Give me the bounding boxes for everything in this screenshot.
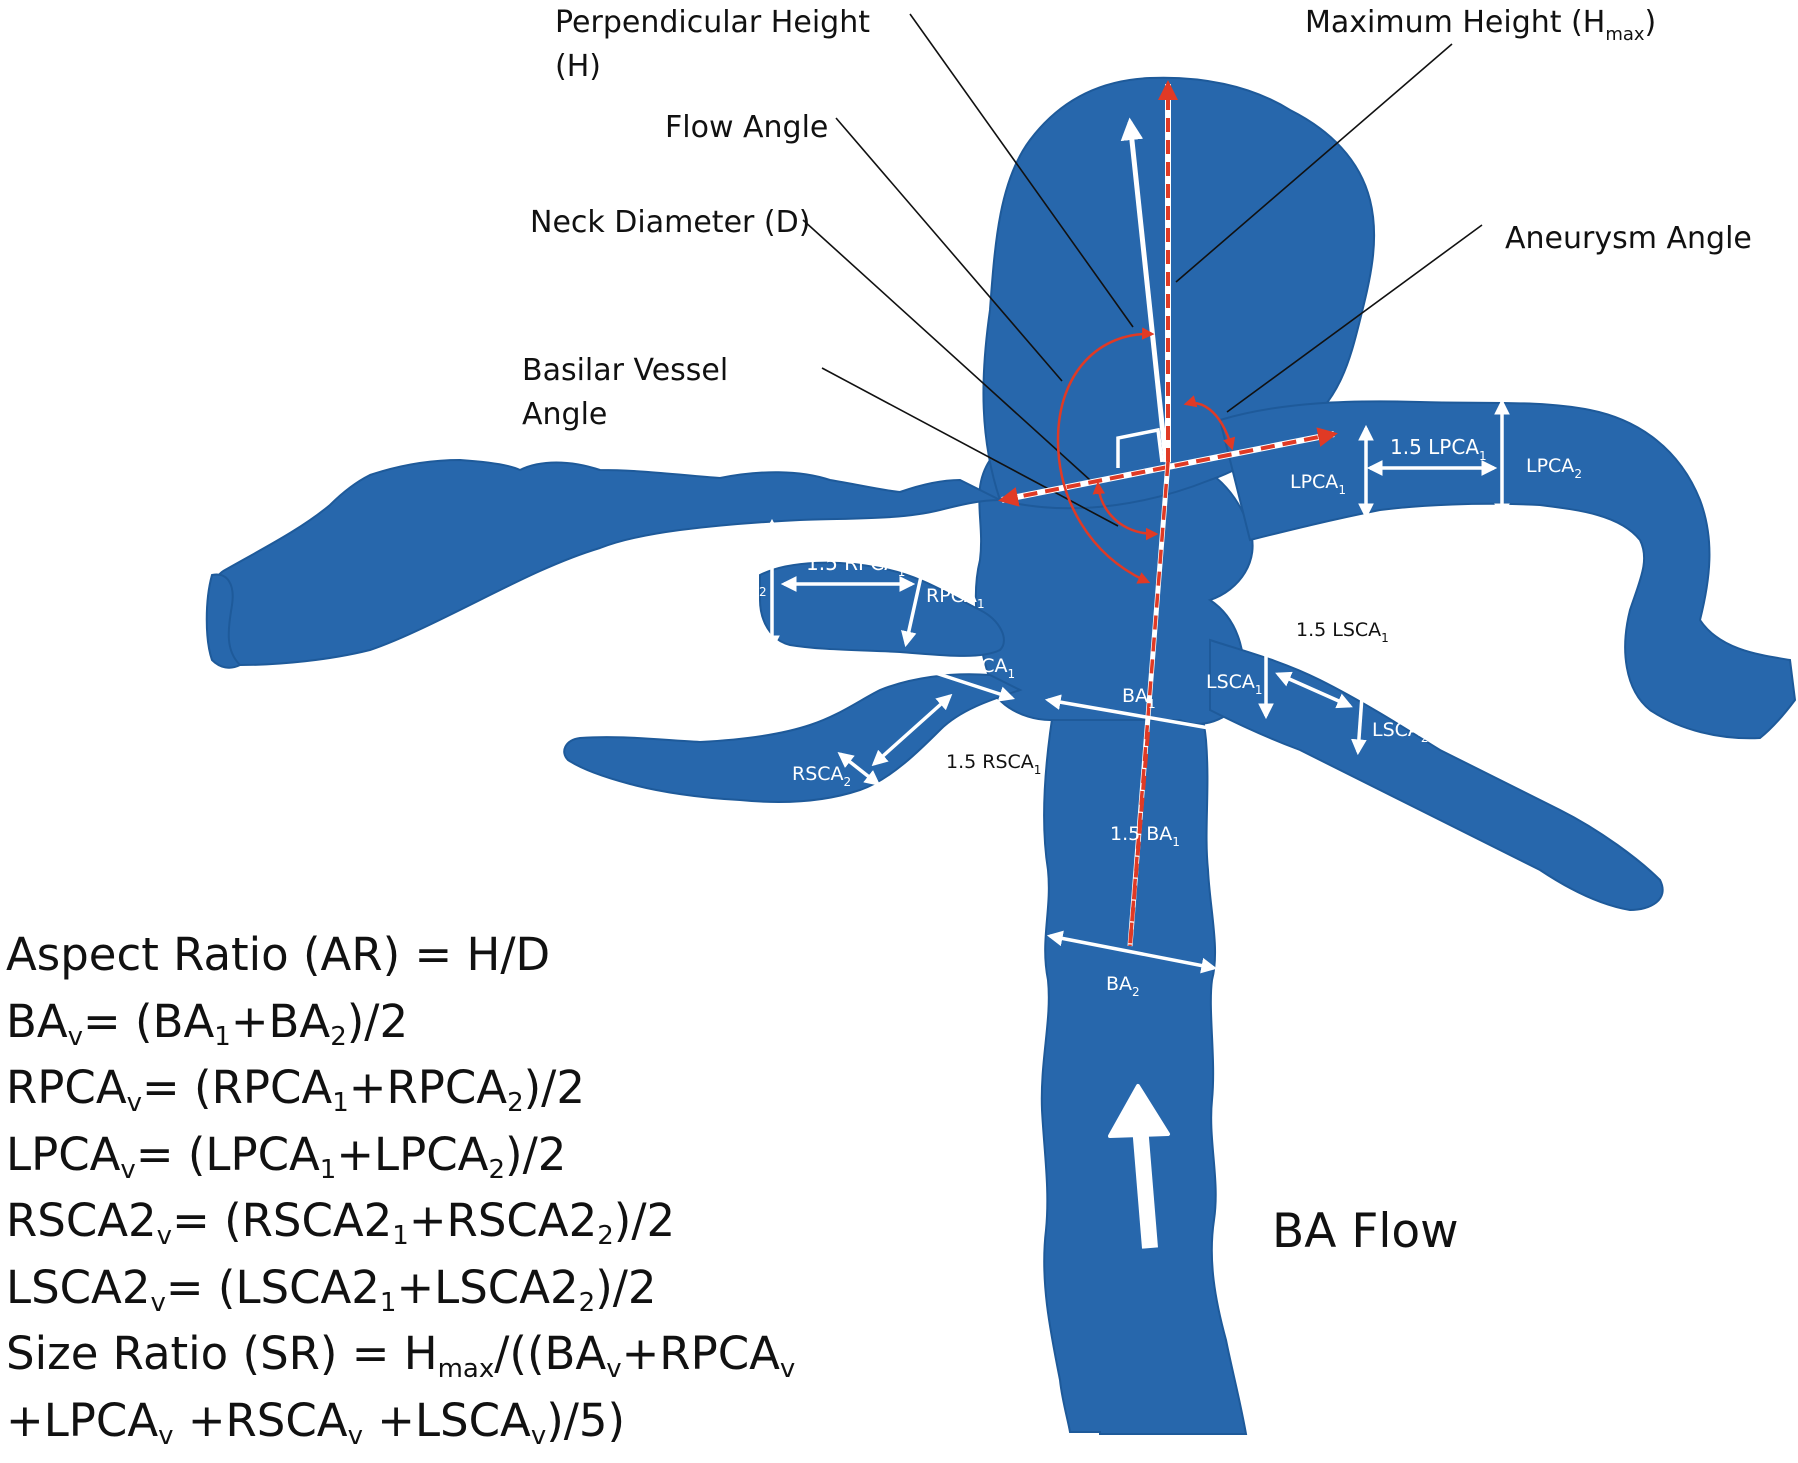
ba2-arrow bbox=[1046, 930, 1218, 974]
rpca1-15-label: 1.5 RPCA1 bbox=[806, 551, 905, 579]
basilar-vessel-angle-label: Basilar Vessel bbox=[522, 353, 728, 388]
lpca1-15-label: 1.5 LPCA1 bbox=[1390, 435, 1487, 463]
ba15-line-red bbox=[1128, 731, 1150, 947]
perpendicular-height-label: Perpendicular Height bbox=[555, 5, 870, 40]
formula-line: RSCA2v= (RSCA21+RSCA22)/2 bbox=[6, 1194, 676, 1251]
perpendicular-height-line bbox=[1120, 117, 1169, 463]
angle-arcs bbox=[1056, 327, 1236, 584]
neck-diameter-line-red bbox=[998, 427, 1338, 507]
basilar-vessel-angle-arc bbox=[1092, 481, 1159, 541]
flow-angle-arc bbox=[1056, 327, 1155, 584]
lsca2-15-arrow bbox=[1275, 671, 1353, 709]
rsca2-label: RSCA2 bbox=[792, 763, 851, 789]
rsca2-arrow bbox=[837, 752, 881, 786]
formula-line: BAv= (BA1+BA2)/2 bbox=[6, 994, 409, 1052]
diameter-arrows bbox=[764, 398, 1510, 974]
basilar-artery bbox=[1040, 699, 1248, 1435]
ba1-label: BA1 bbox=[1122, 685, 1156, 711]
rpca1-arrow bbox=[901, 514, 939, 648]
lsca2-label: LSCA2 bbox=[1372, 719, 1429, 745]
flow-angle-label: Flow Angle bbox=[665, 110, 828, 145]
formula-line: RPCAv= (RPCA1+RPCA2)/2 bbox=[6, 1061, 585, 1118]
rpca1-label: RPCA1 bbox=[926, 585, 985, 611]
formula-line: LSCA2v= (LSCA21+LSCA22)/2 bbox=[6, 1260, 657, 1318]
lsca2-arrow bbox=[1351, 664, 1371, 756]
rsca1-arrow bbox=[905, 660, 1015, 702]
lpca2-label: LPCA2 bbox=[1526, 455, 1582, 481]
lpca1-label: LPCA1 bbox=[1290, 471, 1346, 497]
formula-line: +LPCAv +RSCAv +LSCAv)/5) bbox=[6, 1393, 626, 1451]
measurement-labels: 1.5 LPCA1 LPCA1 LPCA2 1.5 RPCA1 RPCA2 RP… bbox=[708, 435, 1582, 999]
basilar-vessel-angle-sub-label: Angle bbox=[522, 397, 607, 432]
rpca-distal bbox=[205, 573, 242, 669]
perpendicular-height-sub-label: (H) bbox=[555, 49, 601, 84]
ba1-arrow bbox=[1044, 694, 1236, 738]
aneurysm-angle-label: Aneurysm Angle bbox=[1505, 221, 1752, 256]
formula-line: LPCAv= (LPCA1+LPCA2)/2 bbox=[6, 1127, 567, 1185]
ba1-15-label: 1.5 BA1 bbox=[1110, 823, 1180, 849]
formula-line: Aspect Ratio (AR) = H/D bbox=[6, 928, 551, 981]
rpca-lower bbox=[759, 561, 1005, 657]
rsca2-15-arrow bbox=[871, 693, 953, 767]
lsca1-15-label: 1.5 LSCA1 bbox=[1296, 619, 1389, 645]
rsca1-15-label: 1.5 RSCA1 bbox=[946, 751, 1041, 777]
leader-perpendicular-height bbox=[909, 13, 1134, 328]
leader-aneurysm-angle bbox=[1226, 224, 1483, 413]
aneurysm-angle-arc bbox=[1183, 395, 1236, 451]
rsca1-label: RSCA1 bbox=[956, 655, 1015, 681]
leader-flow-angle bbox=[835, 117, 1063, 382]
callout-labels: Perpendicular Height (H) Maximum Height … bbox=[522, 5, 1752, 432]
formula-line: Size Ratio (SR) = Hmax/((BAv+RPCAv bbox=[6, 1327, 796, 1384]
rpca2-label: RPCA2 bbox=[708, 573, 767, 599]
ba2-label: BA2 bbox=[1106, 973, 1140, 999]
ba-flow-label: BA Flow bbox=[1272, 1204, 1459, 1259]
maximum-height-label: Maximum Height (Hmax) bbox=[1305, 5, 1656, 45]
neck-diameter-label: Neck Diameter (D) bbox=[530, 205, 810, 240]
ba-flow-arrow bbox=[1108, 1084, 1170, 1249]
lsca-branch bbox=[1209, 638, 1664, 912]
lsca1-label: LSCA1 bbox=[1206, 671, 1263, 697]
leader-maximum-height bbox=[1175, 43, 1453, 283]
